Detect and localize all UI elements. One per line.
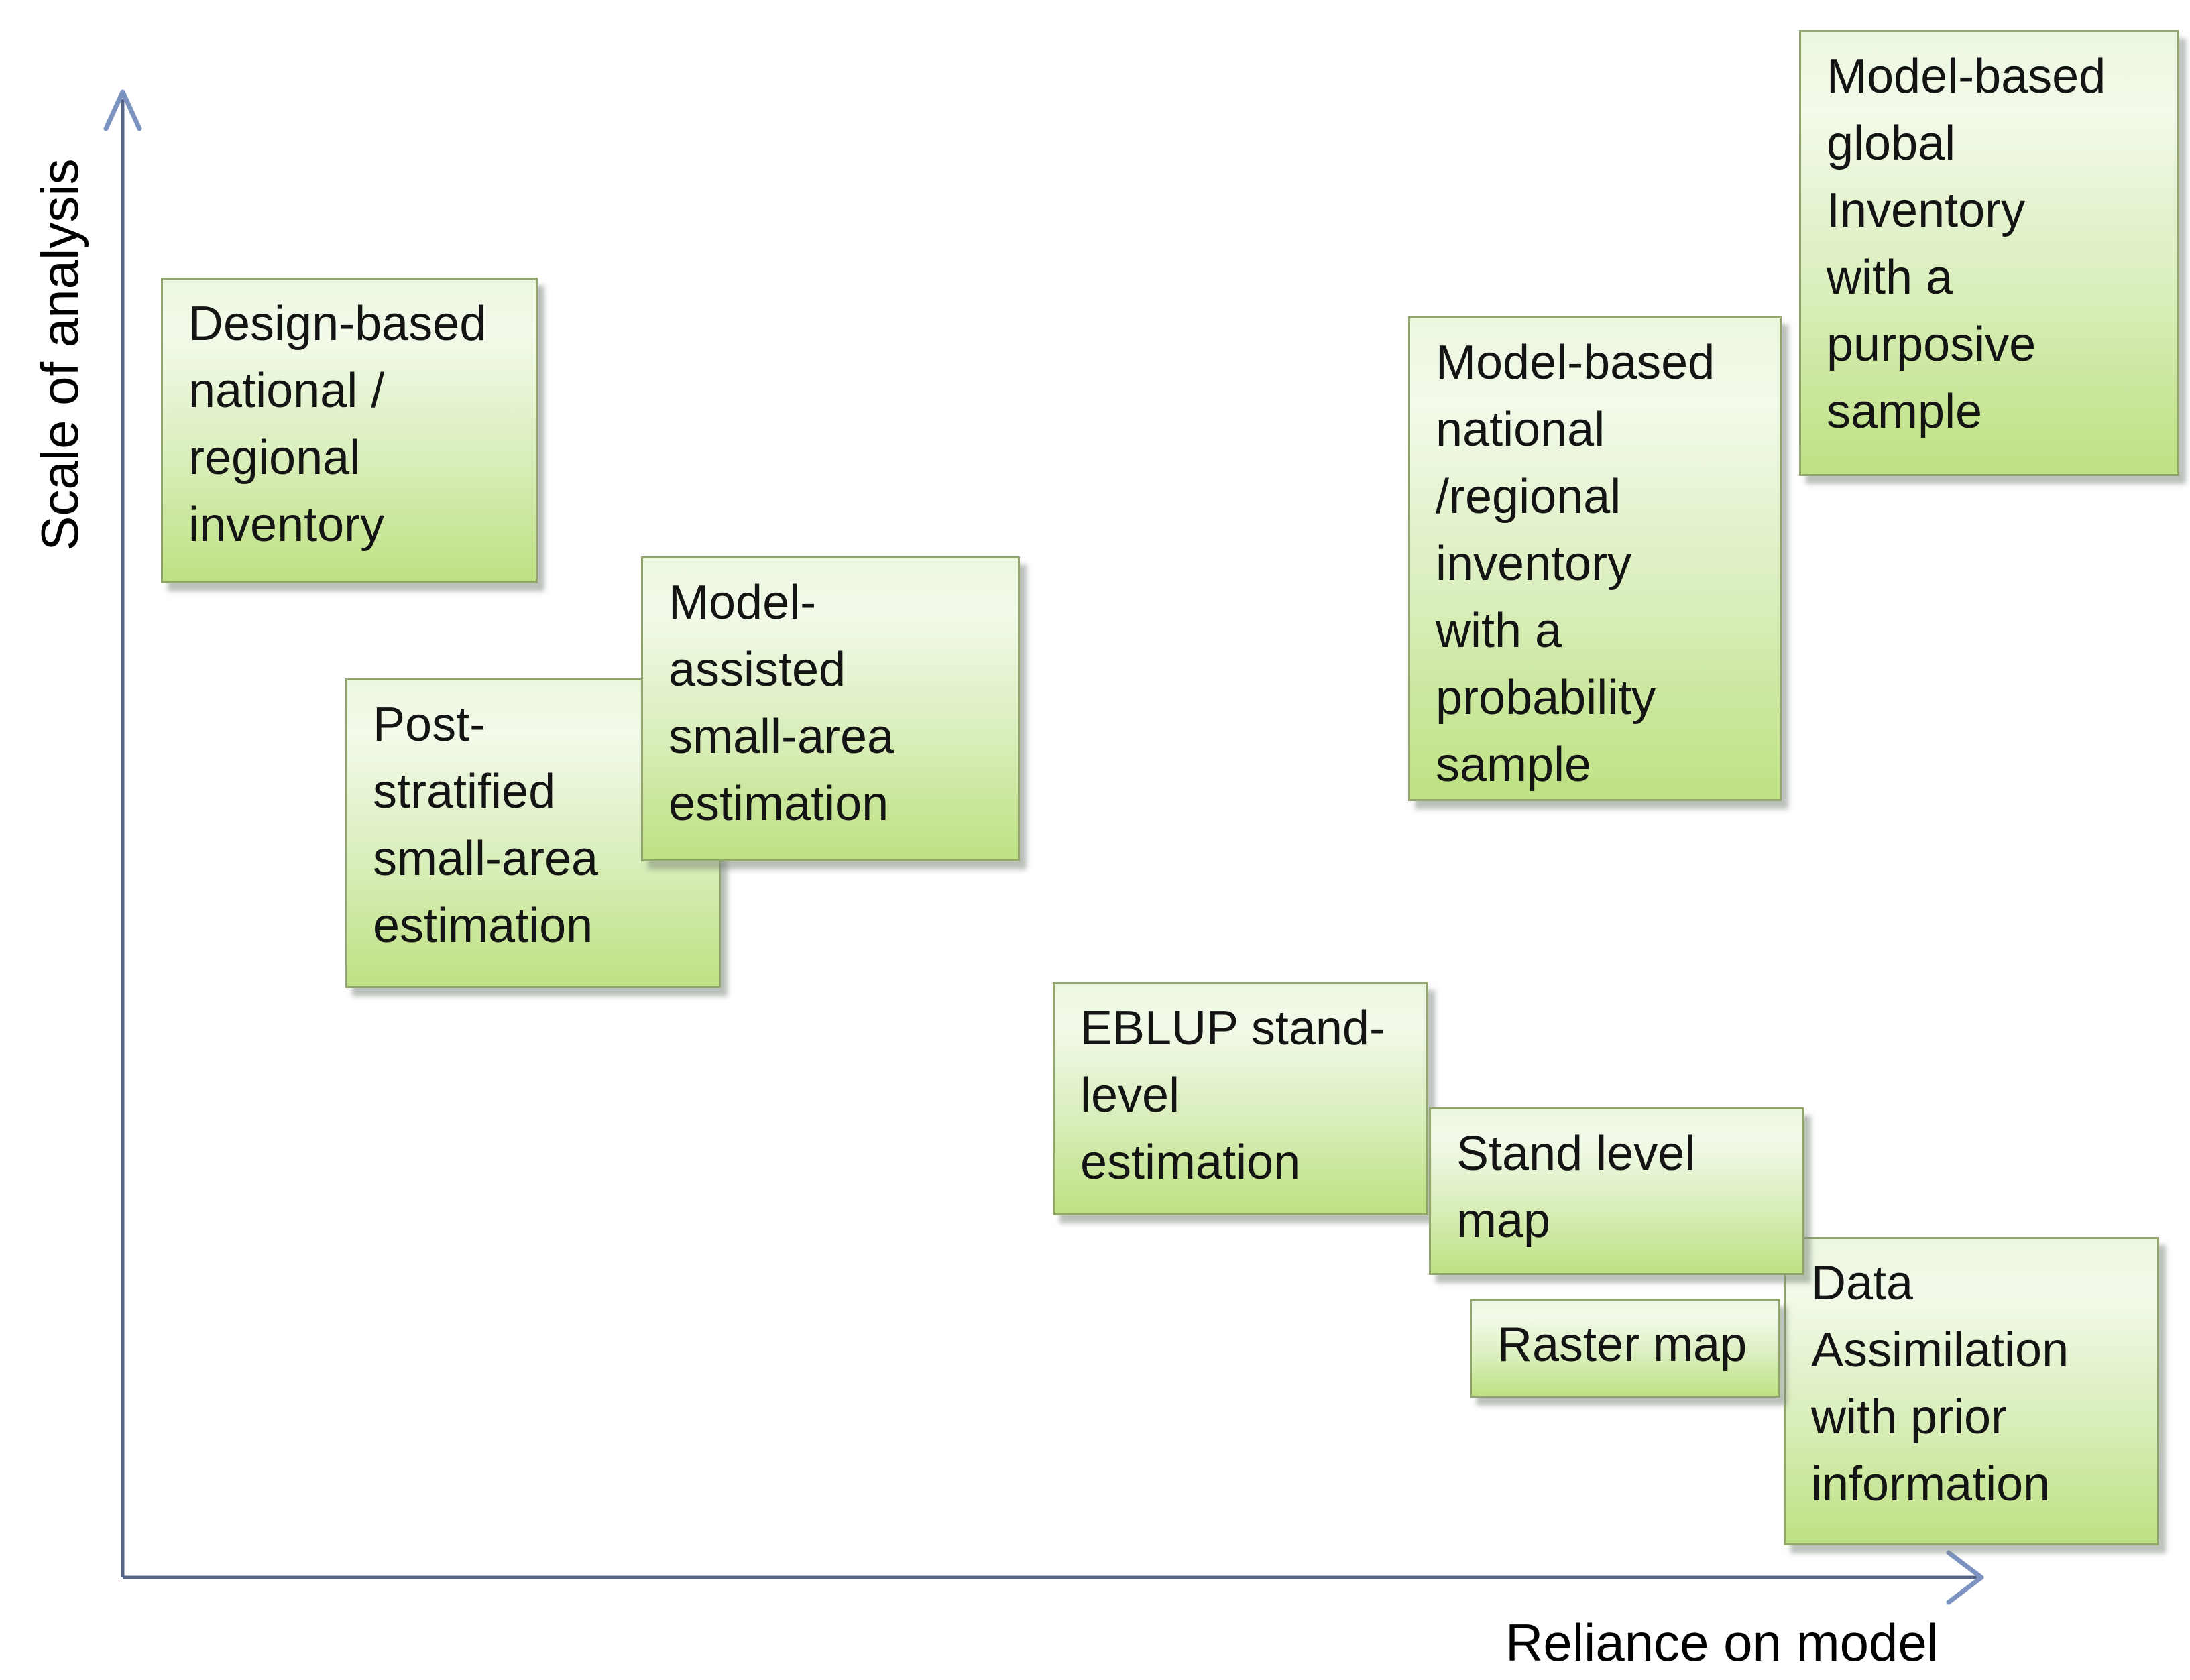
box-label: Model- assisted small-area estimation (669, 576, 895, 831)
box-label: Raster map (1497, 1318, 1747, 1372)
box-label: Design-based national / regional invento… (188, 297, 487, 552)
box-label: Post- stratified small-area estimation (373, 698, 599, 953)
box-data-assimilation-with-prior-information: Data Assimilation with prior information (1784, 1237, 2159, 1545)
x-axis-label: Reliance on model (1505, 1613, 1939, 1672)
y-axis-label: Scale of analysis (30, 158, 90, 551)
y-axis-arrowhead-icon (103, 89, 142, 131)
box-model-assisted-small-area-estimation: Model- assisted small-area estimation (641, 556, 1020, 861)
box-label: EBLUP stand- level estimation (1080, 1002, 1385, 1189)
box-eblup-stand-level-estimation: EBLUP stand- level estimation (1053, 982, 1428, 1215)
box-label: Stand level map (1456, 1127, 1696, 1248)
box-model-based-national-regional-inventory-probability-sample: Model-based national /regional inventory… (1408, 316, 1782, 801)
box-model-based-global-inventory-purposive-sample: Model-based global Inventory with a purp… (1799, 30, 2179, 476)
box-label: Model-based global Inventory with a purp… (1827, 50, 2106, 438)
box-label: Data Assimilation with prior information (1811, 1256, 2069, 1511)
box-label: Model-based national /regional inventory… (1436, 336, 1715, 792)
box-raster-map: Raster map (1470, 1299, 1780, 1398)
box-design-based-national-regional-inventory: Design-based national / regional invento… (161, 278, 538, 583)
x-axis-arrowhead-icon (1946, 1550, 1984, 1605)
box-stand-level-map: Stand level map (1429, 1107, 1804, 1275)
